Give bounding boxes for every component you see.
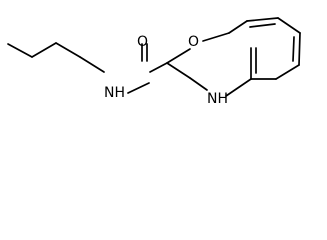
bond-o1-c8a: [202, 32, 230, 42]
atom-label-amide-nitrogen: NH: [104, 85, 125, 101]
atom-label-ring-oxygen: O: [188, 34, 199, 50]
bond-aromatic-inner-2: [292, 36, 295, 62]
bond-c2-o1: [166, 48, 191, 64]
bond-butyl-c2-c3: [31, 42, 57, 58]
atom-label-ring-nitrogen: NH: [207, 91, 228, 107]
atom-label-carbonyl-oxygen: O: [137, 34, 148, 50]
bond-c8-c7: [246, 17, 279, 22]
bond-butyl-c4-n: [79, 56, 105, 73]
bond-butyl-c1-c2: [7, 43, 33, 58]
bond-c7-c6: [277, 17, 301, 34]
bond-aromatic-inner-1: [249, 23, 276, 28]
bond-butyl-c3-c4: [55, 42, 81, 58]
bond-c8a-c8: [228, 20, 248, 34]
bond-c5-c4a: [275, 64, 300, 80]
bond-c3-n4: [189, 77, 208, 91]
bond-carbonyl-c2: [149, 62, 168, 73]
bond-n-carbonyl: [127, 82, 150, 94]
bond-c6-c5: [298, 32, 301, 66]
bond-n4-c4a: [225, 78, 252, 97]
bond-c2-c3: [166, 62, 191, 79]
structure-diagram: O NH O NH: [7, 17, 301, 107]
